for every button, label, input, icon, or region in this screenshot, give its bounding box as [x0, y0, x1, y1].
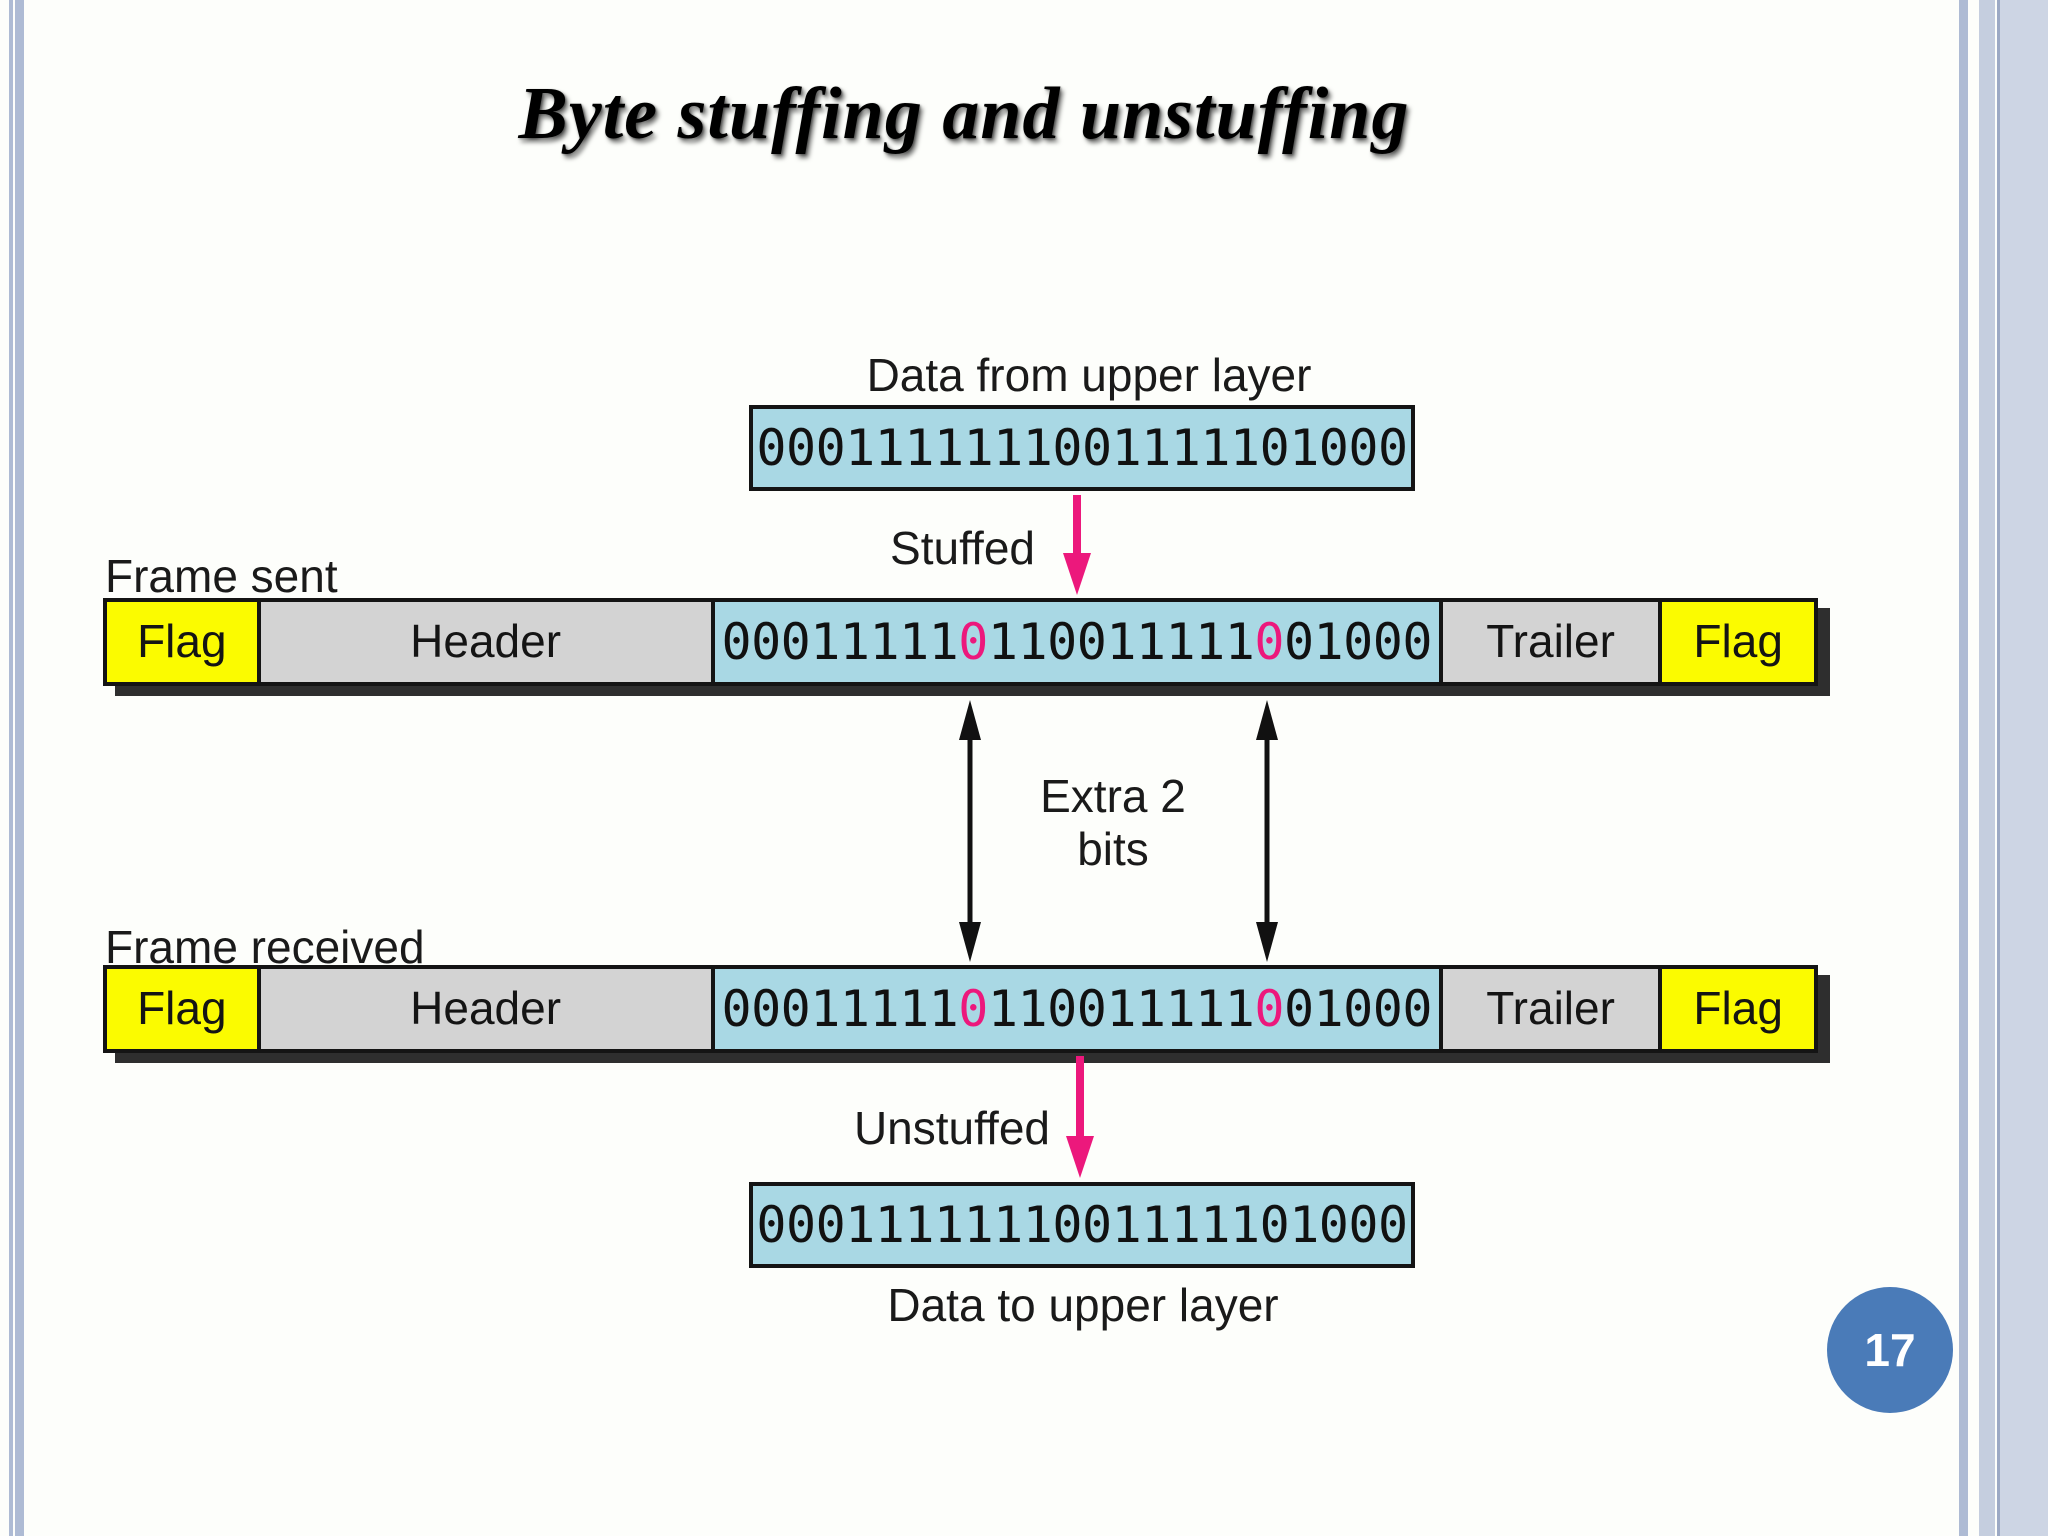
frame-received-label: Frame received: [105, 921, 425, 973]
extra-bits-arrows-icon: [959, 700, 1278, 962]
frame-bits: 000111110110011111001000: [721, 613, 1432, 671]
frame-bits: 000111110110011111001000: [721, 980, 1432, 1038]
data-lower-bits: 0001111111001111101000: [756, 1196, 1408, 1254]
unstuffed-arrow-icon: [1066, 1056, 1094, 1178]
data-from-upper-label: Data from upper layer: [866, 349, 1312, 401]
bits-segment: 01000: [1283, 613, 1433, 671]
stuffed-bit: 0: [1254, 613, 1284, 671]
left-edge-stripe-wide: [15, 0, 24, 1536]
frame-sent-label: Frame sent: [105, 550, 338, 602]
bits-segment: 00011111: [721, 613, 959, 671]
trailer-cell: Trailer: [1438, 602, 1659, 682]
bits-segment: 00011111: [721, 980, 959, 1038]
data-upper-bits: 0001111111001111101000: [756, 419, 1408, 477]
extra-bits-line2: bits: [1077, 823, 1149, 875]
slide-title: Byte stuffing and unstuffing: [518, 73, 1410, 155]
flag-cell: Flag: [107, 969, 257, 1049]
bits-segment: 01000: [1283, 980, 1433, 1038]
extra-bits-line1: Extra 2: [1040, 770, 1186, 822]
flag-cell: Flag: [1658, 602, 1814, 682]
frame-data-cell: 000111110110011111001000: [710, 602, 1439, 682]
frame-data-cell: 000111110110011111001000: [710, 969, 1439, 1049]
stuffed-bit: 0: [1254, 980, 1284, 1038]
right-edge-panel: [1997, 0, 2048, 1536]
trailer-cell: Trailer: [1438, 969, 1659, 1049]
extra-bits-label: Extra 2 bits: [963, 770, 1263, 876]
right-edge-stripe-inner: [1959, 0, 1968, 1536]
frame-received-row: Flag Header 000111110110011111001000 Tra…: [103, 965, 1818, 1053]
bits-segment: 110011111: [987, 980, 1255, 1038]
stuffed-bit: 0: [958, 613, 988, 671]
data-lower-bits-box: 0001111111001111101000: [749, 1182, 1415, 1268]
unstuffed-label: Unstuffed: [853, 1102, 1050, 1154]
data-to-upper-label: Data to upper layer: [887, 1279, 1279, 1331]
page-number: 17: [1864, 1324, 1916, 1376]
bits-segment: 110011111: [987, 613, 1255, 671]
stuffed-arrow-icon: [1063, 495, 1091, 595]
data-upper-bits-box: 0001111111001111101000: [749, 405, 1415, 491]
left-edge-stripe-thin: [9, 0, 13, 1536]
header-cell: Header: [256, 969, 711, 1049]
right-edge-stripe-outer: [1979, 0, 1995, 1536]
page-number-badge: 17: [1827, 1287, 1953, 1413]
flag-cell: Flag: [1658, 969, 1814, 1049]
header-cell: Header: [256, 602, 711, 682]
stuffed-label: Stuffed: [890, 522, 1035, 574]
stuffed-bit: 0: [958, 980, 988, 1038]
flag-cell: Flag: [107, 602, 257, 682]
frame-sent-row: Flag Header 000111110110011111001000 Tra…: [103, 598, 1818, 686]
